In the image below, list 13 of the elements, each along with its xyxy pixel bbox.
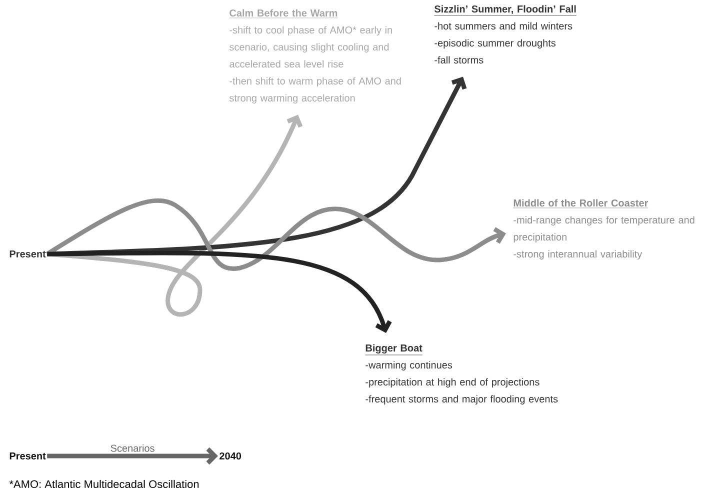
arrow	[47, 250, 392, 333]
arrow	[46, 114, 303, 316]
scenario-text: Calm Before the Warm -shift to cool phase of AMO* early in scenario, causing slight cooling and accelerated sea level rise -then shift to warm phase of AMO and strong warming acceleration	[229, 9, 401, 104]
end-label: 2040	[220, 452, 242, 460]
scenario-text: Bigger Boat -warming continues -precipitation at high end of projections -frequent storms and major flooding events	[365, 344, 558, 404]
edge-label: Scenarios	[109, 443, 156, 453]
scenario-text: Middle of the Roller Coaster -mid-range changes for temperature and precipitation -strong interannual variability	[513, 199, 694, 260]
scenario-text: Sizzlin’ Summer, Floodin’ Fall -hot summers and mild winters -episodic summer droughts -fall storms	[434, 5, 577, 64]
start-label: Present	[10, 452, 46, 460]
arrow	[47, 447, 218, 465]
arrow	[46, 198, 506, 271]
start-label: Present	[10, 250, 46, 258]
footnote: *AMO: Atlantic Multidecadal Oscillation	[9, 480, 199, 488]
